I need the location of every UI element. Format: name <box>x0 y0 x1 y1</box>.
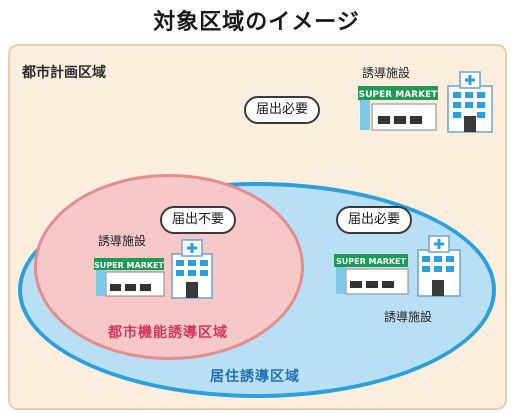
diagram-title: 対象区域のイメージ <box>153 10 360 35</box>
store-hospital-icon-residential: SUPER MARKET <box>334 235 461 297</box>
urban-function-zone-label: 都市機能誘導区域 <box>108 325 228 341</box>
facility-label-residential: 誘導施設 <box>384 310 433 324</box>
store-hospital-icon-urban: SUPER MARKET <box>94 239 213 299</box>
residential-zone-label: 居住誘導区域 <box>210 369 300 385</box>
supermarket-sign-residential: SUPER MARKET <box>336 257 407 266</box>
notification-not-required-bubble: 届出不要 <box>160 206 237 234</box>
store-hospital-icon-top: SUPER MARKET <box>358 71 493 133</box>
notification-required-bubble-residential: 届出必要 <box>336 206 413 234</box>
urban-function-inducement-zone <box>34 174 304 360</box>
notification-required-bubble-top: 届出必要 <box>244 96 321 124</box>
city-planning-area-label: 都市計画区域 <box>22 65 106 81</box>
facility-label-top: 誘導施設 <box>362 66 411 80</box>
supermarket-sign-urban: SUPER MARKET <box>94 261 165 270</box>
supermarket-sign-top: SUPER MARKET <box>359 90 439 100</box>
facility-label-urban: 誘導施設 <box>98 234 147 248</box>
